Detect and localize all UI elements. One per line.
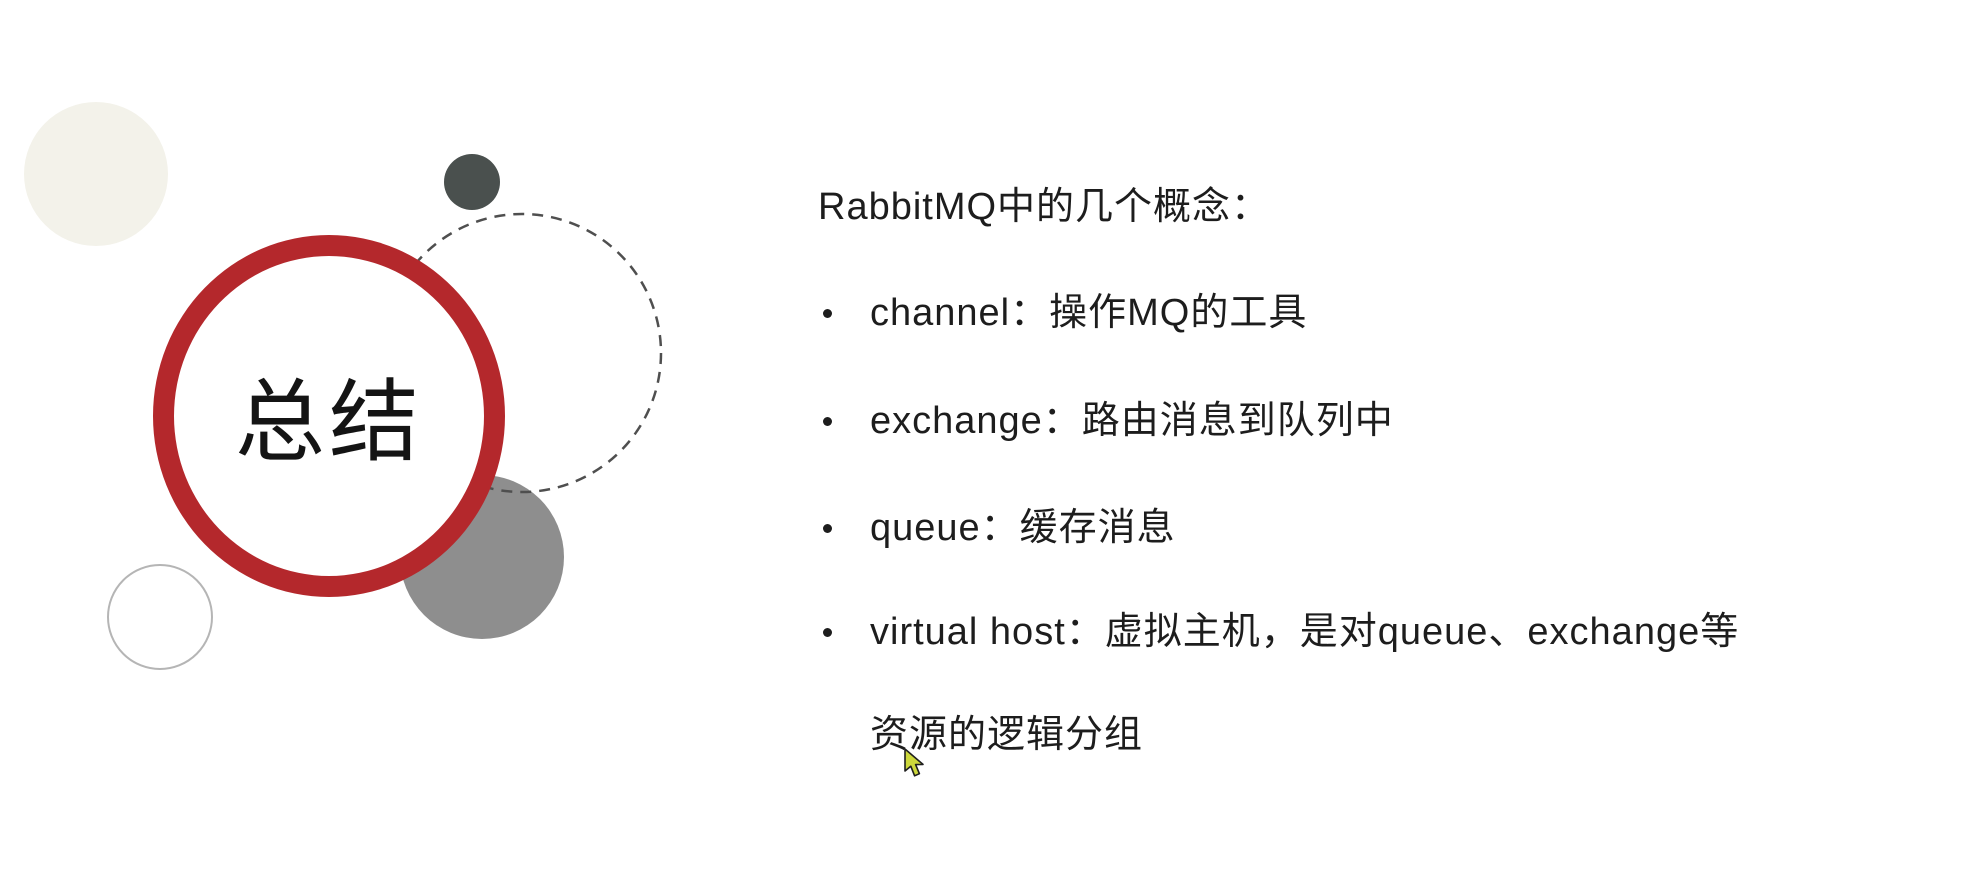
white-outline-circle — [107, 564, 213, 670]
bullet-item-queue: queue：缓存消息 — [823, 506, 1176, 550]
dark-circle — [444, 154, 500, 210]
summary-badge: 总结 — [153, 235, 505, 597]
bullet-dot — [823, 416, 832, 426]
bullet-item-virtual-host: virtual host：虚拟主机，是对queue、exchange等 — [823, 610, 1739, 654]
summary-badge-label: 总结 — [235, 373, 423, 473]
slide-heading: RabbitMQ中的几个概念： — [818, 186, 1271, 228]
bullet-text-continuation: 资源的逻辑分组 — [870, 714, 1144, 756]
bullet-item-exchange: exchange：路由消息到队列中 — [823, 399, 1394, 443]
cream-circle — [24, 102, 168, 246]
bullet-text: queue：缓存消息 — [870, 507, 1176, 549]
bullet-text: channel：操作MQ的工具 — [870, 292, 1308, 334]
bullet-text: exchange：路由消息到队列中 — [870, 400, 1394, 442]
bullet-dot — [823, 308, 832, 318]
mouse-cursor-icon — [902, 748, 928, 780]
bullet-item-channel: channel：操作MQ的工具 — [823, 291, 1307, 335]
bullet-dot — [823, 523, 832, 533]
bullet-dot — [823, 627, 832, 637]
bullet-text: virtual host：虚拟主机，是对queue、exchange等 — [870, 611, 1740, 653]
dashed-circle — [380, 211, 664, 495]
